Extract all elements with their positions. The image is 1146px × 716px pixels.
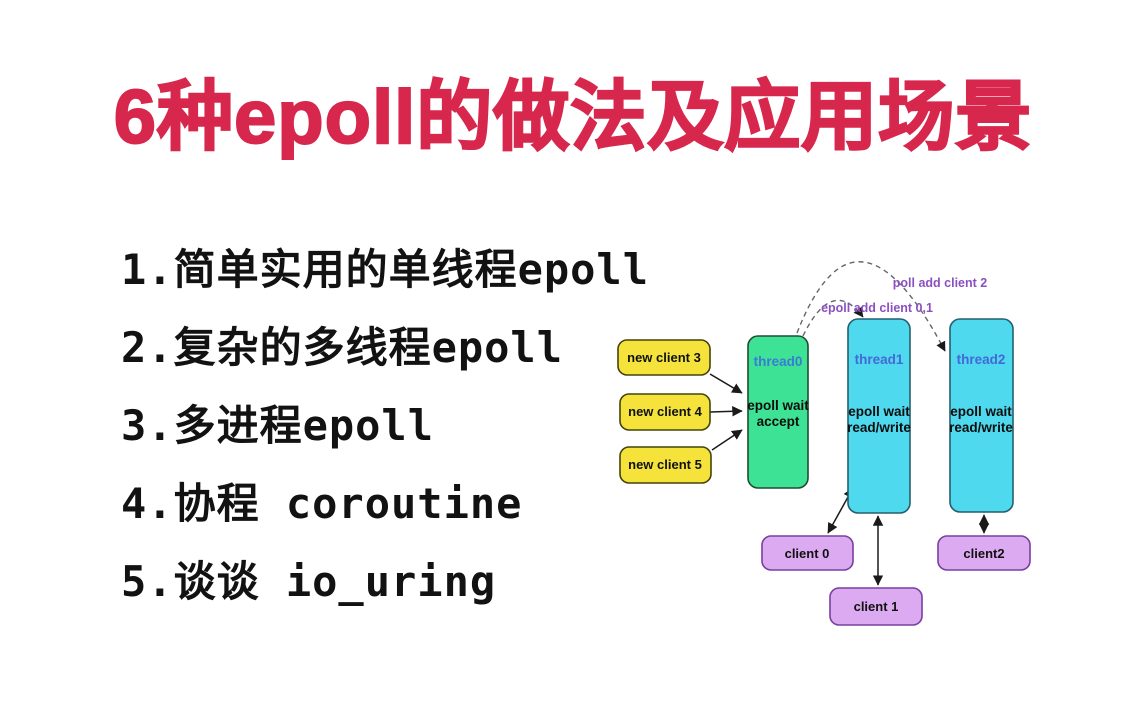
- list-item-2: 2.复杂的多线程epoll: [121, 323, 564, 372]
- thread0-body-line1: epoll wait: [747, 398, 809, 413]
- new-client-5-box: new client 5: [619, 446, 712, 484]
- new-client-4-box: new client 4: [619, 393, 711, 431]
- dashed-arc-epoll-add-client-0-1: [802, 299, 864, 337]
- new-client-4-label: new client 4: [628, 404, 702, 419]
- new-client-3-box: new client 3: [617, 339, 711, 376]
- client2-box: client2: [937, 535, 1031, 571]
- arrow-new-client-5-to-thread0: [711, 429, 743, 451]
- list-item-5: 5.谈谈 io_uring: [121, 557, 497, 606]
- dashed-arc-poll-add-client-2: [796, 261, 946, 352]
- thread1-box: thread1 epoll wait read/write: [847, 318, 911, 514]
- thread0-body-line2: accept: [757, 414, 800, 429]
- client0-label: client 0: [785, 546, 830, 561]
- thread2-body-line1: epoll wait: [950, 404, 1012, 419]
- arrow-new-client-3-to-thread0: [709, 373, 743, 394]
- thread2-body-line2: read/write: [949, 420, 1013, 435]
- thread1-name: thread1: [855, 352, 904, 367]
- client2-label: client2: [963, 546, 1004, 561]
- thread0-box: thread0 epoll wait accept: [747, 335, 809, 489]
- thread2-box: thread2 epoll wait read/write: [949, 318, 1014, 513]
- topic-list: 1.简单实用的单线程epoll 2.复杂的多线程epoll 3.多进程epoll…: [121, 246, 649, 636]
- slide-title: 6种epoll的做法及应用场景: [113, 74, 1033, 161]
- arrow-new-client-4-to-thread0: [709, 406, 743, 417]
- client1-label: client 1: [854, 599, 899, 614]
- list-item-3: 3.多进程epoll: [121, 401, 435, 450]
- thread1-body-line2: read/write: [847, 420, 911, 435]
- thread2-name: thread2: [957, 352, 1006, 367]
- thread0-name: thread0: [754, 354, 803, 369]
- thread1-body-line1: epoll wait: [848, 404, 910, 419]
- list-item-4: 4.协程 coroutine: [121, 479, 523, 528]
- client1-box: client 1: [829, 587, 923, 626]
- new-client-5-label: new client 5: [628, 457, 702, 472]
- arc-label-epoll-add-client-0-1: epoll add client 0,1: [821, 301, 933, 315]
- list-item-1: 1.简单实用的单线程epoll: [121, 245, 650, 294]
- epoll-architecture-diagram: epoll add client 0,1 poll add client 2 n…: [617, 261, 1031, 626]
- arc-label-poll-add-client-2: poll add client 2: [893, 276, 988, 290]
- client0-box: client 0: [761, 535, 854, 571]
- new-client-3-label: new client 3: [627, 350, 701, 365]
